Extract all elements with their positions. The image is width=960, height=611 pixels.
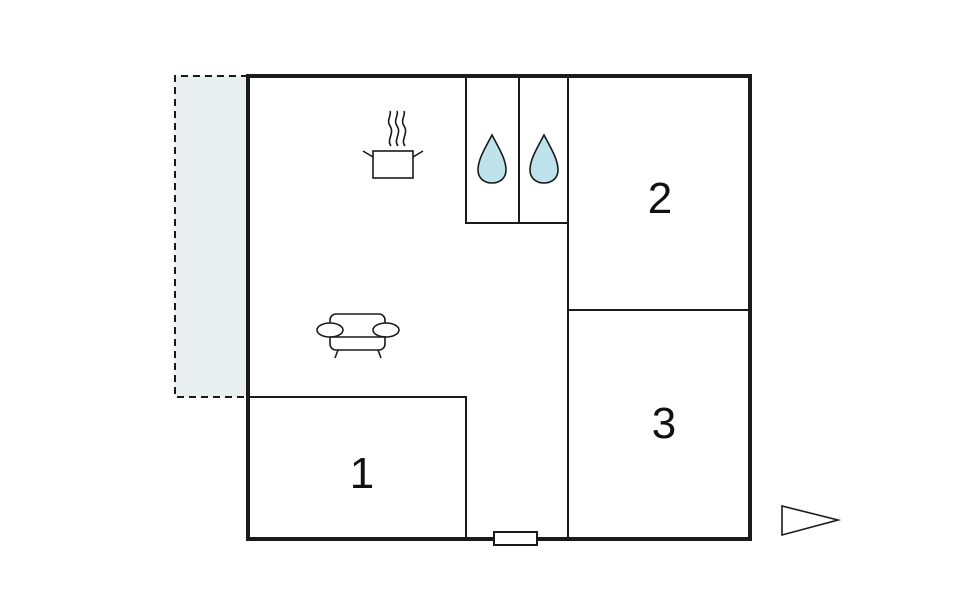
terrace xyxy=(174,75,248,398)
room-label-2: 2 xyxy=(648,174,672,223)
wall-room-1 xyxy=(250,396,467,537)
room-label-3: 3 xyxy=(652,399,676,448)
water-drop-icon xyxy=(529,133,559,184)
wall-bathroom xyxy=(465,78,568,224)
compass-arrow-icon xyxy=(781,504,842,537)
entrance-door xyxy=(493,531,538,546)
terrace-area xyxy=(175,76,248,397)
terrace-outline xyxy=(174,75,248,398)
armchair-icon xyxy=(316,313,400,359)
interior-walls xyxy=(250,78,748,537)
water-drop-icon xyxy=(477,133,507,184)
room-label-1: 1 xyxy=(350,449,374,498)
outer-wall xyxy=(246,74,752,541)
cooking-pot-icon xyxy=(362,110,424,179)
